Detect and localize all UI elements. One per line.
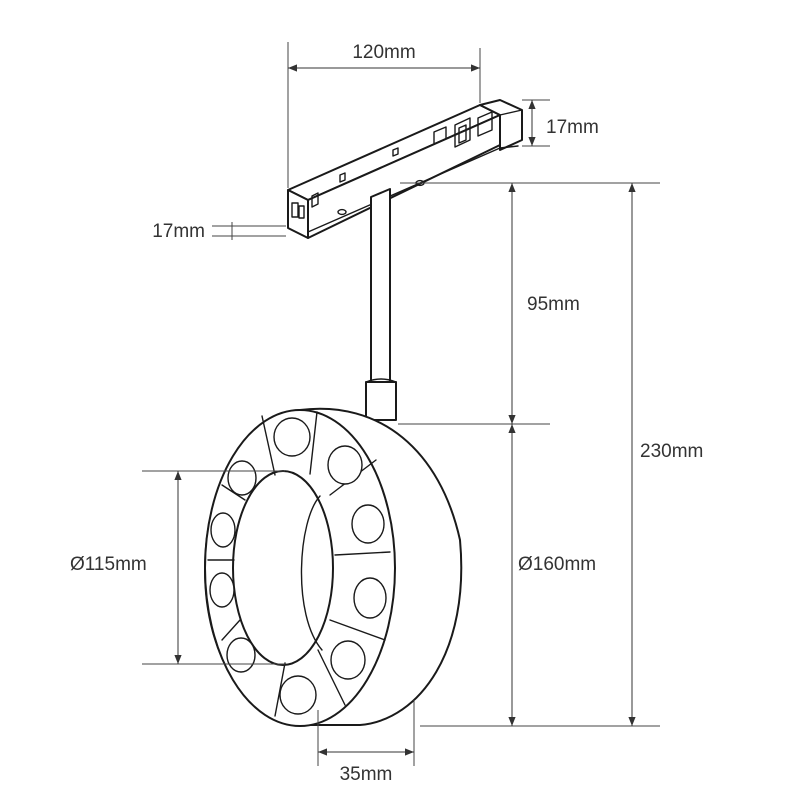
dimension-track-length: 120mm	[287, 42, 481, 188]
track-height-right-label: 17mm	[546, 117, 599, 138]
depth-label: 35mm	[340, 764, 393, 785]
inner-diameter-label: Ø115mm	[70, 554, 147, 575]
track-length-label: 120mm	[352, 42, 415, 63]
outer-diameter-label: Ø160mm	[518, 554, 596, 575]
dimension-track-height-left: 17mm	[152, 221, 286, 242]
stem	[365, 188, 397, 421]
dimension-depth: 35mm	[317, 700, 415, 785]
stem-length-label: 95mm	[527, 294, 580, 315]
track-height-left-label: 17mm	[152, 221, 205, 242]
dimension-track-height-right: 17mm	[522, 99, 599, 147]
lamp-ring	[204, 407, 463, 727]
track-adapter	[287, 99, 523, 239]
dimension-vertical-right: 95mm Ø160mm 230mm	[398, 182, 703, 727]
total-height-label: 230mm	[640, 441, 703, 462]
dimension-inner-diameter: Ø115mm	[70, 470, 285, 665]
